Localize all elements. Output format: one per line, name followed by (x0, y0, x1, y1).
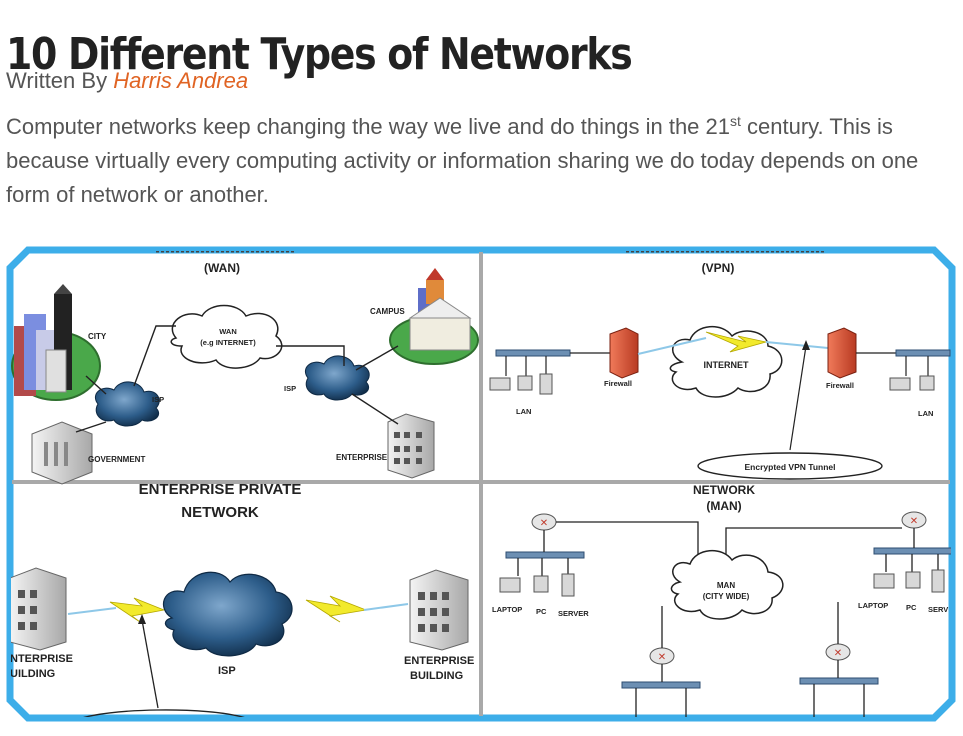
government-label: GOVERNMENT (88, 455, 145, 464)
enterprise-building-left-icon (11, 567, 67, 651)
isp-right-cloud-icon (304, 355, 370, 401)
man-lan-right-bus (873, 547, 951, 555)
firewall-left-icon (609, 327, 639, 379)
epn-pointer (141, 619, 159, 709)
man-laptop-right-label: LAPTOP (858, 601, 888, 610)
epn-right-label-2: BUILDING (410, 670, 463, 682)
wan-cloud-label: WAN (219, 327, 237, 336)
intro-superscript: st (730, 113, 741, 129)
network-diagram: (WAN) CITY WAN (e.g INTERNET) ISP ISP (6, 246, 956, 722)
tunnel-label: Encrypted VPN Tunnel (745, 462, 836, 472)
man-right-devices-icon (873, 569, 945, 593)
epn-panel: ENTERPRISE PRIVATE NETWORK NTERPRISE UIL… (10, 481, 474, 717)
campus-icon (389, 268, 479, 365)
man-lan-bottom-right-bus (799, 677, 879, 685)
government-building-icon (31, 421, 93, 485)
tunnel-pointer (789, 345, 807, 451)
wan-title: (WAN) (204, 261, 240, 275)
firewall-right-label: Firewall (826, 381, 854, 390)
firewall-right-icon (827, 327, 857, 379)
byline-prefix: Written By (6, 68, 114, 93)
lan-left-computers-icon (489, 373, 553, 395)
epn-left-label-2: UILDING (10, 668, 55, 680)
lan-left-drops (505, 356, 547, 376)
man-router-top-right-icon: ✕ (901, 511, 927, 529)
firewall-left-label: Firewall (604, 379, 632, 388)
man-left-devices-icon (499, 573, 575, 597)
intro-text-1: Computer networks keep changing the way … (6, 114, 730, 139)
man-lan-bottom-left-bus (621, 681, 701, 689)
lan-right-label: LAN (918, 409, 933, 418)
epn-left-label-1: NTERPRISE (10, 653, 73, 665)
epn-link-right-lightning-icon (305, 595, 409, 623)
vpn-panel: (VPN) LAN Firewall INTERNET Firewall (489, 251, 951, 480)
epn-title-2: NETWORK (181, 504, 259, 521)
epn-isp-label: ISP (218, 665, 236, 677)
campus-label: CAMPUS (370, 307, 405, 316)
byline: Written By Harris Andrea (6, 68, 248, 94)
epn-isp-cloud-icon (162, 571, 293, 657)
lan-right-computers-icon (889, 375, 935, 391)
vpn-title: (VPN) (702, 261, 735, 275)
wan-links (75, 325, 399, 433)
enterprise-label: ENTERPRISE (336, 453, 388, 462)
enterprise-building-right-icon (409, 569, 469, 651)
enterprise-building-icon (387, 413, 435, 479)
isp-left-cloud-icon (94, 381, 160, 427)
svg-text:✕: ✕ (910, 516, 918, 527)
man-router-top-left-icon: ✕ (531, 513, 557, 531)
isp-right-label: ISP (284, 384, 296, 393)
intro-paragraph: Computer networks keep changing the way … (6, 110, 956, 212)
man-cloud-label: MAN (717, 581, 735, 590)
man-title-1: NETWORK (693, 483, 755, 497)
epn-right-label-1: ENTERPRISE (404, 655, 474, 667)
city-label: CITY (88, 332, 107, 341)
lan-right-bus (895, 349, 951, 357)
article-title: 10 Different Types of Networks (6, 29, 633, 81)
svg-text:✕: ✕ (834, 648, 842, 659)
man-server-right-label: SERV (928, 605, 948, 614)
wan-cloud-sublabel: (e.g INTERNET) (200, 338, 256, 347)
man-cloud-icon (670, 550, 784, 620)
wan-cloud-icon (170, 304, 283, 369)
man-title-2: (MAN) (706, 499, 741, 513)
man-laptop-left-label: LAPTOP (492, 605, 522, 614)
man-panel: NETWORK (MAN) ✕ ✕ ✕ ✕ (492, 483, 951, 717)
svg-text:✕: ✕ (658, 652, 666, 663)
epn-title-1: ENTERPRISE PRIVATE (139, 481, 302, 498)
man-lan-left-bus (505, 551, 585, 559)
man-pc-left-label: PC (536, 607, 547, 616)
wan-panel: (WAN) CITY WAN (e.g INTERNET) ISP ISP (11, 251, 479, 485)
network-types-figure: (WAN) CITY WAN (e.g INTERNET) ISP ISP (6, 246, 956, 722)
man-links (517, 521, 939, 717)
man-server-left-label: SERVER (558, 609, 589, 618)
vpn-tunnel-lightning-icon (637, 331, 829, 355)
man-pc-right-label: PC (906, 603, 917, 612)
intro-text-2: century. This is because virtually every… (6, 114, 919, 207)
lan-left-bus (495, 349, 571, 357)
author-link[interactable]: Harris Andrea (113, 68, 249, 93)
man-router-bottom-right-icon: ✕ (825, 643, 851, 661)
isp-left-label: ISP (152, 395, 164, 404)
man-router-bottom-left-icon: ✕ (649, 647, 675, 665)
internet-label: INTERNET (704, 360, 750, 370)
city-icon (11, 284, 101, 401)
tunnel-callout (697, 452, 883, 480)
svg-text:✕: ✕ (540, 518, 548, 529)
man-cloud-sublabel: (CITY WIDE) (703, 592, 750, 601)
lan-left-label: LAN (516, 407, 531, 416)
